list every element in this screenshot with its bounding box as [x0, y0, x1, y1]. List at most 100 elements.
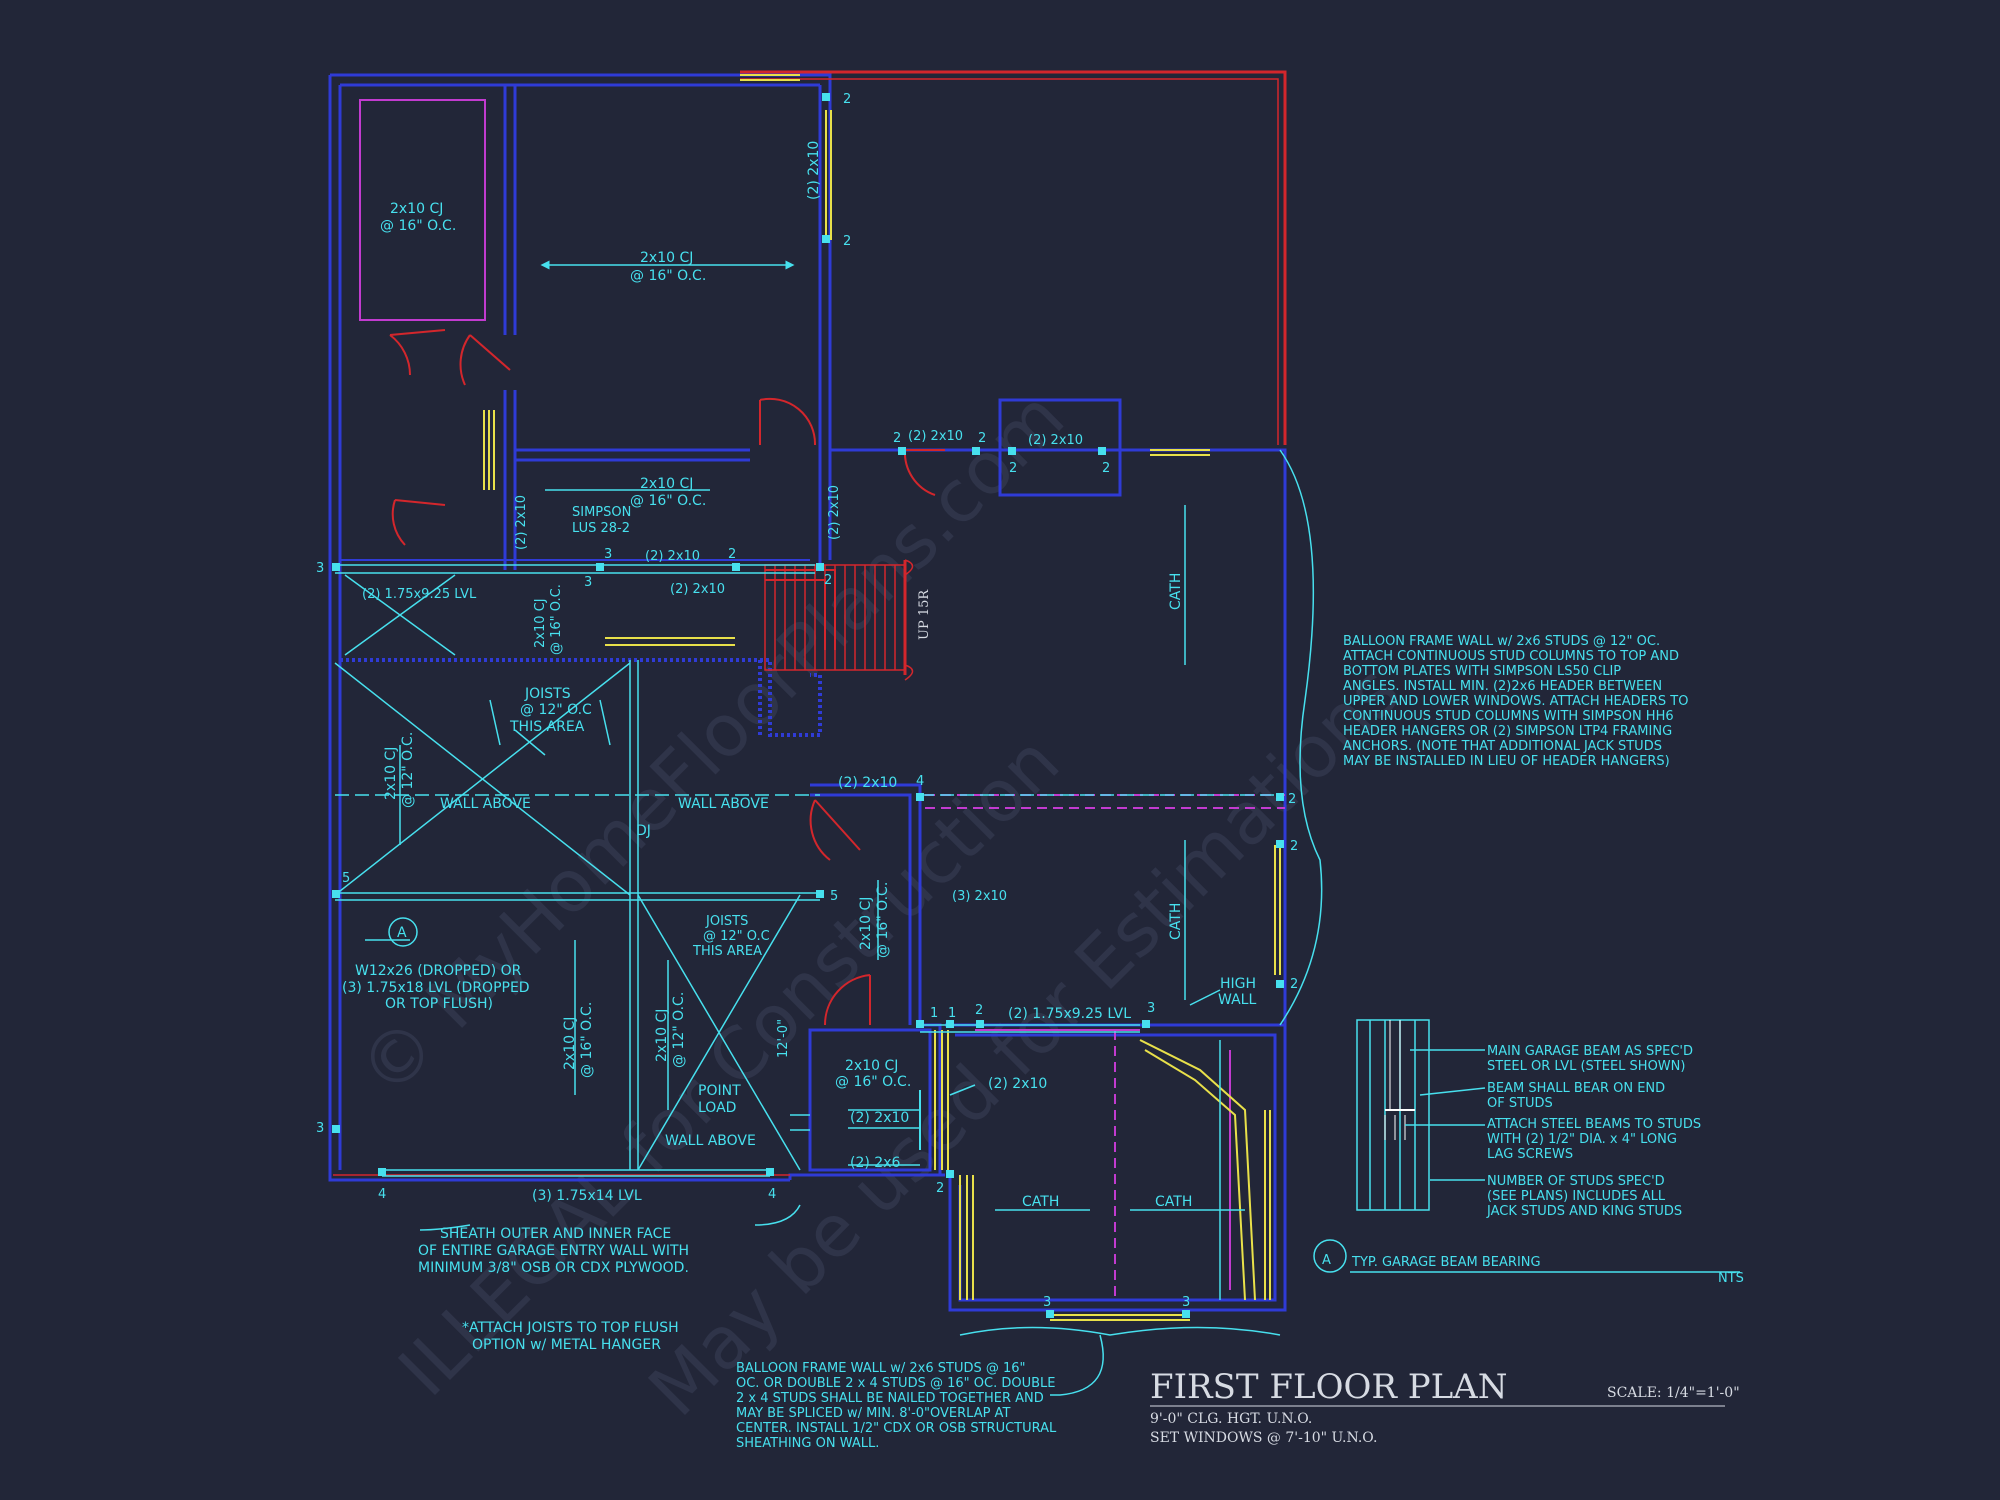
- label-simpson: SIMPSON: [572, 505, 631, 520]
- plan-title: FIRST FLOOR PLAN: [1150, 1367, 1507, 1407]
- detail-note-4: OF STUDS: [1487, 1096, 1553, 1111]
- window-height-note: SET WINDOWS @ 7'-10" U.N.O.: [1150, 1430, 1377, 1446]
- label-wall-above-3: WALL ABOVE: [665, 1133, 756, 1149]
- label-attach-1: *ATTACH JOISTS TO TOP FLUSH: [462, 1320, 679, 1336]
- label-high-wall-2: WALL: [1218, 992, 1256, 1008]
- balloon-top-line-7: HEADER HANGERS OR (2) SIMPSON LTP4 FRAMI…: [1343, 724, 1672, 739]
- label-cj-top-left-spacing: @ 16" O.C.: [380, 218, 456, 234]
- balloon-top-line-4: ANGLES. INSTALL MIN. (2)2x6 HEADER BETWE…: [1343, 679, 1662, 694]
- post-number: 4: [768, 1187, 776, 1202]
- post-number: 1: [930, 1006, 938, 1021]
- label-dj: DJ: [636, 823, 651, 839]
- label-cath-1: CATH: [1168, 573, 1184, 610]
- magenta-lines: [359, 99, 1285, 1300]
- label-cj-b3-spacing: @ 16" O.C.: [875, 882, 891, 958]
- posts: [332, 93, 1284, 1318]
- label-cj-b4-spacing: @ 16" O.C.: [835, 1074, 911, 1090]
- label-sheath-2: OF ENTIRE GARAGE ENTRY WALL WITH: [418, 1243, 689, 1259]
- label-cj-mid: 2x10 CJ: [640, 476, 693, 492]
- detail-note-10: JACK STUDS AND KING STUDS: [1486, 1204, 1682, 1219]
- detail-tag: A: [1322, 1253, 1331, 1268]
- label-header-2x6: (2) 2x6: [850, 1155, 900, 1171]
- label-cj-top-mid-spacing: @ 16" O.C.: [630, 268, 706, 284]
- label-2x10-vertical-mid: (2) 2x10: [827, 485, 842, 540]
- label-sheath-3: MINIMUM 3/8" OSB OR CDX PLYWOOD.: [418, 1260, 689, 1276]
- stairs: [764, 559, 914, 681]
- post-number: 2: [1290, 977, 1298, 992]
- balloon-top-line-3: BOTTOM PLATES WITH SIMPSON LS50 CLIP: [1343, 664, 1621, 679]
- label-cj-12: 2x10 CJ: [383, 747, 399, 800]
- label-cj-mid-spacing: @ 16" O.C.: [630, 493, 706, 509]
- post-number: 5: [830, 889, 838, 904]
- label-cj-b1-spacing: @ 16" O.C.: [579, 1002, 595, 1078]
- label-stair: UP 15R: [917, 589, 932, 640]
- scale-note: SCALE: 1/4"=1'-0": [1607, 1385, 1740, 1401]
- label-cj-b1: 2x10 CJ: [562, 1017, 578, 1070]
- post-number: 3: [1147, 1001, 1155, 1016]
- label-header-a: (2) 2x10: [908, 429, 963, 444]
- post-number: 3: [316, 561, 324, 576]
- balloon-bottom-line-2: OC. OR DOUBLE 2 x 4 STUDS @ 16" OC. DOUB…: [736, 1376, 1055, 1391]
- post-number: 2: [843, 234, 851, 249]
- label-high-wall: HIGH: [1220, 976, 1256, 992]
- post-number: 1: [948, 1006, 956, 1021]
- label-joists-2-spacing: @ 12" O.C: [703, 929, 770, 944]
- walls: [328, 73, 1287, 1312]
- post-number: 3: [1043, 1295, 1051, 1310]
- post-number: 2: [728, 547, 736, 562]
- label-cj-b3: 2x10 CJ: [858, 897, 874, 950]
- post-number: 4: [916, 774, 924, 789]
- label-joists-2-area: THIS AREA: [692, 944, 762, 959]
- label-lvl-mid: (2) 1.75x9.25 LVL: [1008, 1006, 1131, 1022]
- label-beam-line-1: W12x26 (DROPPED) OR: [355, 963, 522, 979]
- detail-note-7: LAG SCREWS: [1487, 1147, 1573, 1162]
- label-joists-1: JOISTS: [524, 686, 571, 702]
- label-cj-b2-spacing: @ 12" O.C.: [671, 992, 687, 1068]
- label-joists-1-area: THIS AREA: [509, 719, 585, 735]
- post-number: 2: [1102, 461, 1110, 476]
- label-cj-vertical-small: 2x10 CJ: [533, 598, 548, 648]
- post-number: 2: [978, 431, 986, 446]
- balloon-top-line-1: BALLOON FRAME WALL w/ 2x6 STUDS @ 12" OC…: [1343, 634, 1660, 649]
- balloon-top-line-6: CONTINUOUS STUD COLUMNS WITH SIMPSON HH6: [1343, 709, 1674, 724]
- label-beam-line-2: (3) 1.75x18 LVL (DROPPED: [342, 980, 530, 996]
- post-number: 3: [584, 575, 592, 590]
- detail-note-6: WITH (2) 1/2" DIA. x 4" LONG: [1487, 1132, 1677, 1147]
- detail-note-9: (SEE PLANS) INCLUDES ALL: [1487, 1189, 1666, 1204]
- label-2x10-vertical-top: (2) 2x10: [806, 141, 822, 200]
- label-header-g: (2) 2x10: [850, 1110, 909, 1126]
- detail-a-notes: MAIN GARAGE BEAM AS SPEC'D STEEL OR LVL …: [1322, 1044, 1744, 1286]
- label-wall-above-2: WALL ABOVE: [678, 796, 769, 812]
- balloon-bottom-line-4: MAY BE SPLICED w/ MIN. 8'-0"OVERLAP AT: [736, 1406, 1010, 1421]
- windows: [483, 74, 1281, 1321]
- detail-note-2: STEEL OR LVL (STEEL SHOWN): [1487, 1059, 1685, 1074]
- label-attach-2: OPTION w/ METAL HANGER: [472, 1337, 661, 1353]
- post-number: 3: [1182, 1295, 1190, 1310]
- balloon-bottom-line-1: BALLOON FRAME WALL w/ 2x6 STUDS @ 16": [736, 1361, 1026, 1376]
- balloon-top-line-2: ATTACH CONTINUOUS STUD COLUMNS TO TOP AN…: [1343, 649, 1679, 664]
- detail-a-graphic: [1313, 1019, 1740, 1273]
- label-point-load: POINT: [698, 1083, 741, 1099]
- label-cj-b2: 2x10 CJ: [654, 1009, 670, 1062]
- label-cj-top-left: 2x10 CJ: [390, 201, 443, 217]
- label-2x10-vertical-small: (2) 2x10: [514, 495, 529, 550]
- detail-title: TYP. GARAGE BEAM BEARING: [1351, 1255, 1541, 1270]
- label-cath-4: CATH: [1155, 1194, 1192, 1210]
- label-header-c: (2) 2x10: [645, 549, 700, 564]
- balloon-bottom-line-5: CENTER. INSTALL 1/2" CDX OR OSB STRUCTUR…: [736, 1421, 1057, 1436]
- post-number: 2: [975, 1003, 983, 1018]
- label-sheath-1: SHEATH OUTER AND INNER FACE: [440, 1226, 671, 1242]
- post-number: 2: [1009, 461, 1017, 476]
- detail-nts: NTS: [1718, 1271, 1744, 1286]
- balloon-top-line-8: ANCHORS. (NOTE THAT ADDITIONAL JACK STUD…: [1343, 739, 1662, 754]
- post-numbers: 2 2 2 2 2 2 3 3 3 2 2 2 2 2 4 5 5 1 1 2 …: [316, 92, 1298, 1310]
- label-lvl-bottom: (3) 1.75x14 LVL: [532, 1188, 642, 1204]
- post-number: 3: [316, 1121, 324, 1136]
- label-wall-above-1: WALL ABOVE: [440, 796, 531, 812]
- annotations: 2x10 CJ @ 16" O.C. 2x10 CJ @ 16" O.C. (2…: [342, 141, 1256, 1353]
- label-cj-vertical-small-spacing: @ 16" O.C.: [549, 584, 564, 655]
- balloon-note-bottom: BALLOON FRAME WALL w/ 2x6 STUDS @ 16" OC…: [736, 1361, 1057, 1451]
- label-beam-line-3: OR TOP FLUSH): [385, 996, 493, 1012]
- label-cj-12-spacing: @ 12" O.C.: [400, 732, 416, 808]
